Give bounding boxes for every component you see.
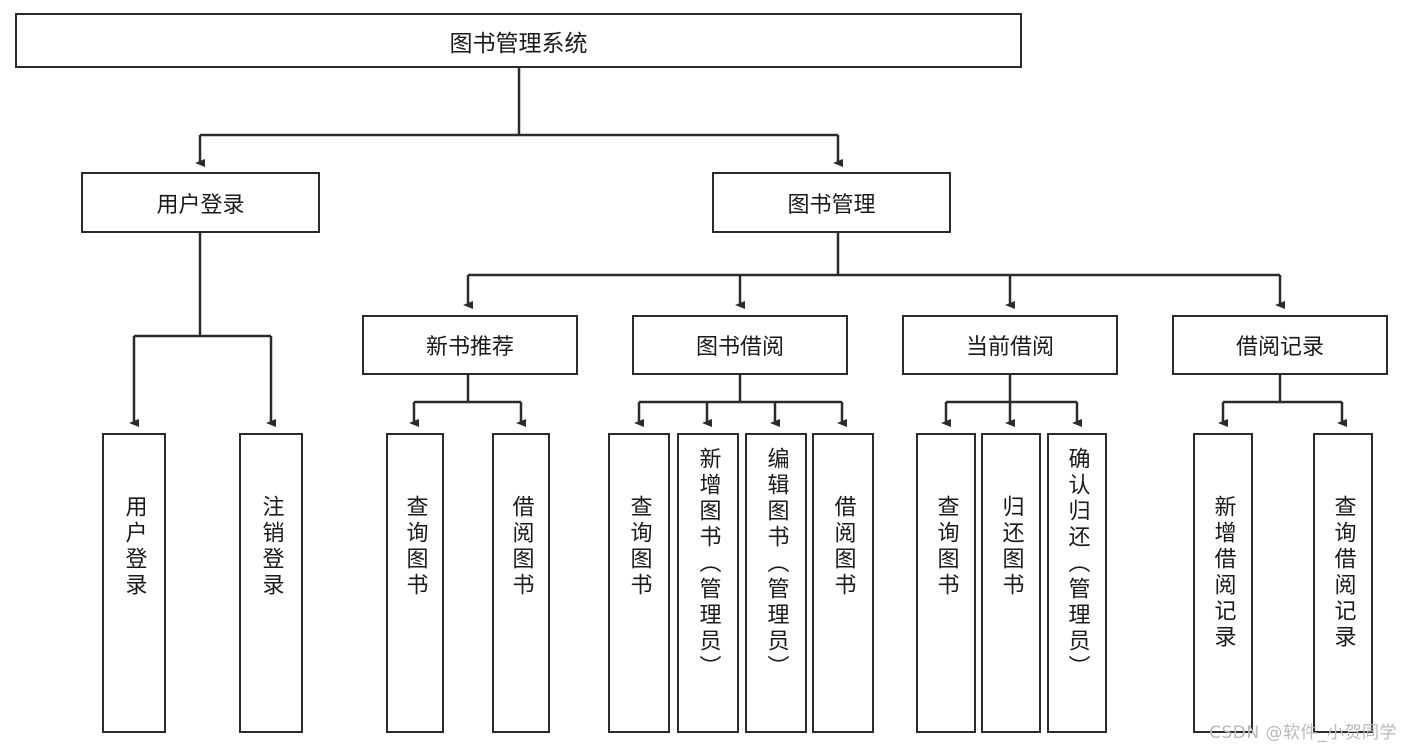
- csdn-watermark: CSDN @软件_小贺同学: [1209, 723, 1397, 743]
- leaf-user-login[interactable]: 用户登录: [102, 433, 166, 733]
- leaf-add-record[interactable]: 新增借阅记录: [1193, 433, 1253, 733]
- leaf-borrow-book-1-label: 借阅图书: [508, 495, 534, 599]
- node-root-label: 图书管理系统: [449, 30, 588, 57]
- node-book-borrow-label: 图书借阅: [695, 335, 784, 360]
- node-root[interactable]: 图书管理系统: [15, 13, 1022, 68]
- leaf-query-book-1-label: 查询图书: [402, 495, 428, 599]
- leaf-borrow-book-2-label: 借阅图书: [830, 495, 856, 599]
- node-borrow-record[interactable]: 借阅记录: [1172, 315, 1388, 375]
- node-user-login[interactable]: 用户登录: [81, 172, 320, 233]
- leaf-query-book-3-label: 查询图书: [933, 495, 959, 599]
- node-new-book-recommend[interactable]: 新书推荐: [362, 315, 578, 375]
- leaf-borrow-book-2[interactable]: 借阅图书: [812, 433, 874, 733]
- node-current-borrow[interactable]: 当前借阅: [902, 315, 1118, 375]
- node-current-borrow-label: 当前借阅: [965, 335, 1054, 360]
- node-book-management[interactable]: 图书管理: [712, 172, 951, 233]
- leaf-add-book-label: 新增图书（管理员）: [695, 447, 721, 681]
- node-borrow-record-label: 借阅记录: [1235, 335, 1324, 360]
- leaf-return-book-label: 归还图书: [998, 495, 1024, 599]
- node-user-login-label: 用户登录: [156, 192, 245, 218]
- leaf-query-record[interactable]: 查询借阅记录: [1313, 433, 1373, 733]
- leaf-borrow-book-1[interactable]: 借阅图书: [492, 433, 550, 733]
- leaf-query-record-label: 查询借阅记录: [1330, 495, 1356, 651]
- leaf-logout-login[interactable]: 注销登录: [239, 433, 303, 733]
- leaf-query-book-1[interactable]: 查询图书: [386, 433, 444, 733]
- leaf-query-book-3[interactable]: 查询图书: [916, 433, 976, 733]
- leaf-return-book[interactable]: 归还图书: [981, 433, 1041, 733]
- leaf-edit-book[interactable]: 编辑图书（管理员）: [745, 433, 807, 733]
- node-book-management-label: 图书管理: [787, 192, 876, 218]
- leaf-logout-login-label: 注销登录: [258, 495, 284, 599]
- node-book-borrow[interactable]: 图书借阅: [632, 315, 848, 375]
- leaf-add-record-label: 新增借阅记录: [1210, 495, 1236, 651]
- leaf-confirm-return[interactable]: 确认归还（管理员）: [1047, 433, 1107, 733]
- leaf-add-book[interactable]: 新增图书（管理员）: [677, 433, 739, 733]
- leaf-user-login-label: 用户登录: [121, 495, 147, 599]
- leaf-confirm-return-label: 确认归还（管理员）: [1064, 447, 1090, 681]
- leaf-query-book-2-label: 查询图书: [626, 495, 652, 599]
- leaf-query-book-2[interactable]: 查询图书: [608, 433, 670, 733]
- leaf-edit-book-label: 编辑图书（管理员）: [763, 447, 789, 681]
- node-new-book-recommend-label: 新书推荐: [425, 335, 514, 360]
